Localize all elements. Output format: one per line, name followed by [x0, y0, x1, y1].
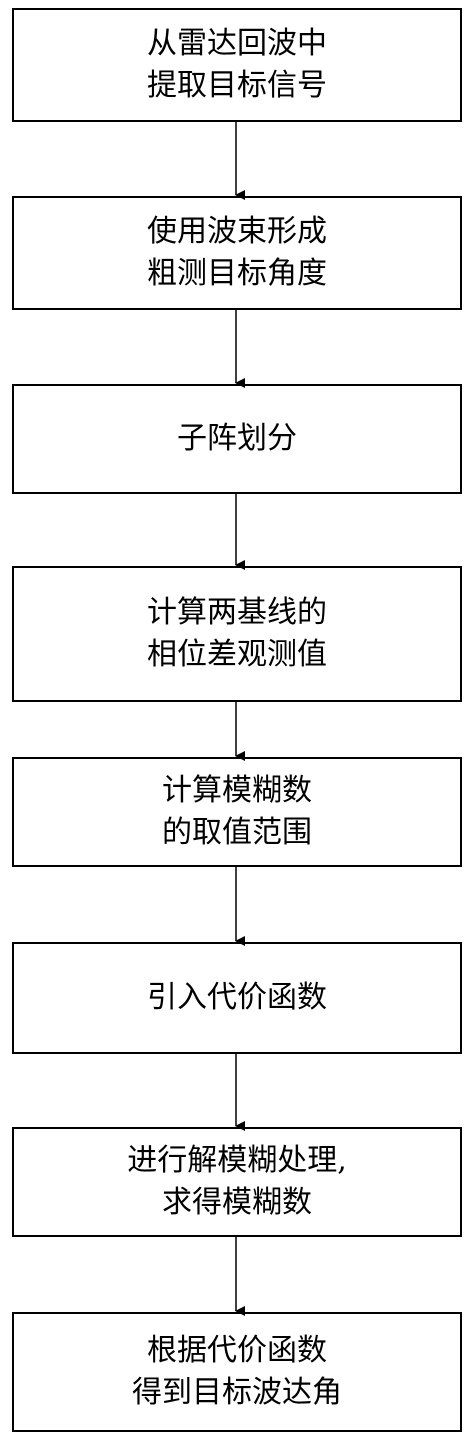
step-line: 相位差观测值 — [147, 637, 327, 672]
step-line: 计算两基线的 — [147, 595, 327, 630]
step-line: 引入代价函数 — [147, 980, 327, 1015]
step-line: 子阵划分 — [177, 421, 297, 456]
step-line: 进行解模糊处理, — [127, 1143, 347, 1178]
step-line: 根据代价函数 — [147, 1333, 327, 1368]
step-phase-difference: 计算两基线的 相位差观测值 — [12, 566, 462, 702]
step-ambiguity-range: 计算模糊数 的取值范围 — [12, 757, 462, 867]
step-arrival-angle: 根据代价函数 得到目标波达角 — [12, 1312, 462, 1432]
step-line: 得到目标波达角 — [132, 1375, 342, 1410]
step-line: 使用波束形成 — [147, 214, 327, 249]
step-line: 的取值范围 — [162, 815, 312, 850]
step-line: 计算模糊数 — [162, 773, 312, 808]
step-line: 求得模糊数 — [162, 1185, 312, 1220]
step-cost-function: 引入代价函数 — [12, 942, 462, 1054]
step-line: 粗测目标角度 — [147, 256, 327, 291]
step-resolve-ambiguity: 进行解模糊处理, 求得模糊数 — [12, 1127, 462, 1237]
step-subarray-partition: 子阵划分 — [12, 384, 462, 494]
step-line: 提取目标信号 — [147, 68, 327, 103]
step-line: 从雷达回波中 — [147, 26, 327, 61]
step-extract-target-signal: 从雷达回波中 提取目标信号 — [12, 8, 462, 122]
